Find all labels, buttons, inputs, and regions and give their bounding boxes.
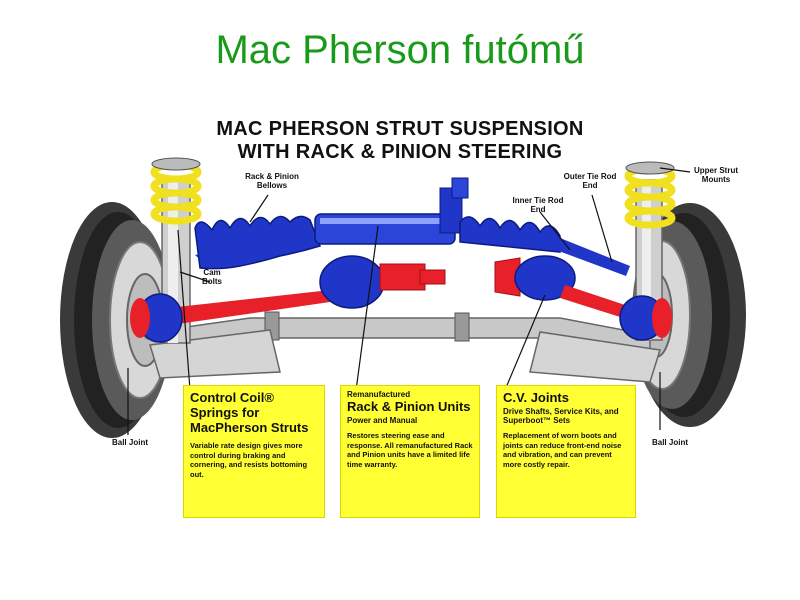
info-box-coil-springs: Control Coil® Springs for MacPherson Str… [183,385,325,518]
cv-box-body: Replacement of worn boots and joints can… [503,431,622,469]
steering-rack [194,177,630,276]
diagram-title-line1: MAC PHERSON STRUT SUSPENSION [216,118,584,140]
callout-ball-joint-left: Ball Joint [111,438,148,447]
leader-lines [127,167,691,435]
left-coil-spring [150,157,202,225]
right-coil-spring [624,161,676,229]
info-box-cv-joints: C.V. Joints Drive Shafts, Service Kits, … [496,385,636,518]
cv-box-heading: C.V. Joints [503,390,569,405]
coil-box-body: Variable rate design gives more control … [190,441,308,479]
callout-rack-bellows: Rack & Pinion Bellows [245,172,299,190]
diagram-title: MAC PHERSON STRUT SUSPENSION WITH RACK &… [150,118,650,164]
rack-box-sub: Power and Manual [347,416,418,425]
drive-shafts [130,255,672,343]
callout-ball-joint-right: Ball Joint [651,438,688,447]
cv-box-sub: Drive Shafts, Service Kits, and Superboo… [503,407,619,425]
callout-upper-strut-mounts: Upper Strut Mounts [694,166,738,184]
rack-box-body: Restores steering ease and response. All… [347,431,473,469]
crossmember [149,311,661,383]
callout-cam-bolts: Cam Bolts [202,268,222,286]
rack-box-prefix: Remanufactured [347,390,411,399]
coil-box-heading: Control Coil® Springs for MacPherson Str… [190,390,309,435]
callout-outer-tie-rod: Outer Tie Rod End [563,172,617,190]
slide-title: Mac Pherson futómű [215,28,585,72]
info-box-rack-pinion: Remanufactured Rack & Pinion Units Power… [340,385,480,518]
diagram-title-line2: WITH RACK & PINION STEERING [237,141,563,163]
callout-inner-tie-rod: Inner Tie Rod End [512,196,564,214]
rack-box-heading: Rack & Pinion Units [347,399,471,414]
